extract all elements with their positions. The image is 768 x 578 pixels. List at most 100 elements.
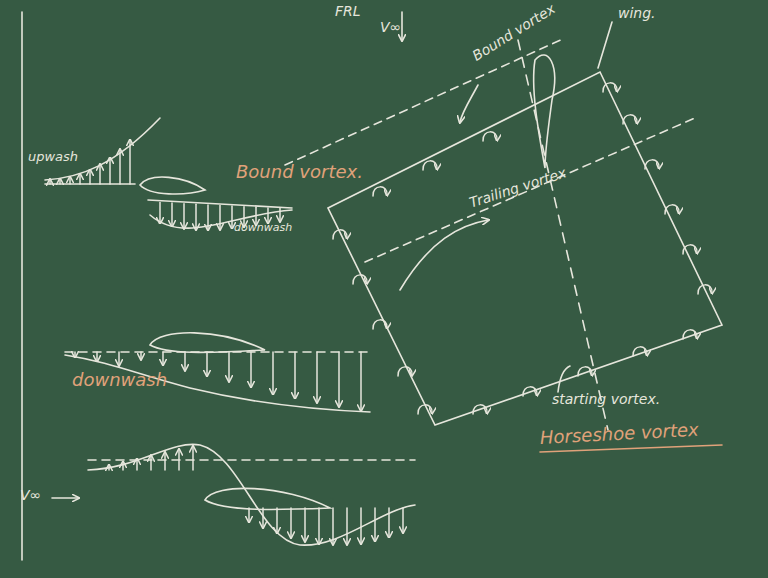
vortex-curl — [373, 187, 387, 196]
velocity-arrow — [129, 140, 131, 184]
vortex-curl — [353, 275, 367, 284]
vortex-curl — [698, 285, 712, 294]
chalk-label: wing. — [618, 6, 656, 21]
leader-line — [558, 366, 570, 392]
velocity-arrow — [118, 352, 120, 365]
vortex-curl — [683, 330, 697, 339]
velocity-arrow — [171, 203, 173, 226]
reference-line — [365, 118, 695, 262]
leader-line — [400, 220, 488, 290]
velocity-envelope — [88, 444, 415, 545]
velocity-arrow — [262, 508, 264, 527]
chalk-label: FRL — [335, 4, 361, 19]
velocity-arrow — [276, 508, 278, 533]
velocity-arrow — [89, 170, 91, 184]
velocity-arrow — [69, 177, 71, 184]
vortex-curl — [665, 205, 679, 214]
velocity-arrow — [316, 352, 318, 402]
velocity-arrow — [184, 352, 186, 370]
vortex-curl — [373, 320, 387, 329]
vortex-curl — [523, 387, 537, 396]
vortex-curl — [603, 83, 617, 92]
velocity-arrow — [150, 456, 152, 470]
velocity-arrow — [178, 450, 180, 470]
vortex-curl — [578, 367, 592, 376]
velocity-arrow — [231, 206, 233, 228]
velocity-arrow — [279, 209, 281, 222]
velocity-arrow — [79, 174, 81, 184]
velocity-arrow — [119, 150, 121, 184]
vortex-curl — [683, 245, 697, 254]
airfoil — [205, 488, 330, 509]
velocity-arrow — [374, 508, 376, 541]
vortex-curl — [483, 132, 497, 141]
vortex-curl — [473, 405, 487, 414]
velocity-arrow — [219, 206, 221, 230]
velocity-arrow — [159, 203, 161, 223]
velocity-arrow — [304, 508, 306, 541]
velocity-arrow — [346, 508, 348, 544]
velocity-arrow — [108, 465, 110, 470]
leader-line — [598, 22, 612, 68]
velocity-arrow — [99, 165, 101, 184]
chalk-label: Bound vortex. — [236, 162, 363, 182]
center-line — [518, 40, 608, 430]
velocity-arrow — [228, 352, 230, 381]
freestream-arrow — [401, 12, 403, 40]
vortex-curl — [398, 367, 412, 376]
chalk-label: upwash — [28, 150, 78, 164]
velocity-arrow — [207, 205, 209, 230]
velocity-arrow — [192, 447, 194, 470]
chalk-label: V∞ — [20, 488, 41, 503]
chalk-label: V∞ — [380, 20, 401, 35]
velocity-arrow — [140, 352, 142, 359]
reference-line — [285, 38, 565, 165]
chalk-label: downwash — [72, 370, 167, 390]
velocity-arrow — [290, 508, 292, 537]
velocity-arrow — [248, 508, 250, 522]
airfoil — [150, 333, 265, 353]
velocity-arrow — [164, 453, 166, 470]
vortex-curl — [418, 405, 432, 414]
velocity-arrow — [360, 508, 362, 543]
velocity-arrow — [195, 204, 197, 229]
vortex-curl — [333, 230, 347, 239]
velocity-arrow — [122, 462, 124, 470]
velocity-arrow — [318, 508, 320, 544]
upwash-envelope — [45, 118, 160, 180]
vortex-curl — [423, 161, 437, 170]
reference-line — [65, 351, 370, 353]
wing-section — [534, 55, 555, 168]
velocity-arrow — [49, 180, 51, 184]
board-edge — [21, 12, 23, 560]
leader-line — [460, 85, 478, 122]
vortex-curl — [633, 347, 647, 356]
downwash-envelope — [65, 355, 370, 412]
velocity-arrow — [388, 508, 390, 537]
velocity-arrow — [360, 352, 362, 410]
velocity-arrow — [109, 158, 111, 184]
velocity-arrow — [267, 208, 269, 223]
airfoil — [140, 177, 205, 194]
chalk-label: Trailing vortex — [468, 165, 569, 211]
velocity-arrow — [162, 352, 164, 365]
velocity-arrow — [250, 352, 252, 387]
vortex-curl — [623, 115, 637, 124]
velocity-arrow — [338, 352, 340, 406]
chalk-label: Horseshoe vortex — [539, 420, 699, 448]
velocity-arrow — [183, 204, 185, 228]
vortex-curl — [645, 160, 659, 169]
velocity-arrow — [136, 459, 138, 470]
velocity-arrow — [96, 352, 98, 361]
velocity-arrow — [294, 352, 296, 398]
velocity-arrow — [272, 352, 274, 394]
velocity-arrow — [74, 352, 76, 357]
freestream-arrow — [52, 497, 78, 499]
velocity-arrow — [332, 508, 334, 544]
velocity-arrow — [206, 352, 208, 376]
wing-planform — [328, 72, 722, 425]
velocity-arrow — [59, 179, 61, 184]
chalk-label: downwash — [234, 222, 292, 234]
chalk-label: starting vortex. — [552, 392, 660, 407]
